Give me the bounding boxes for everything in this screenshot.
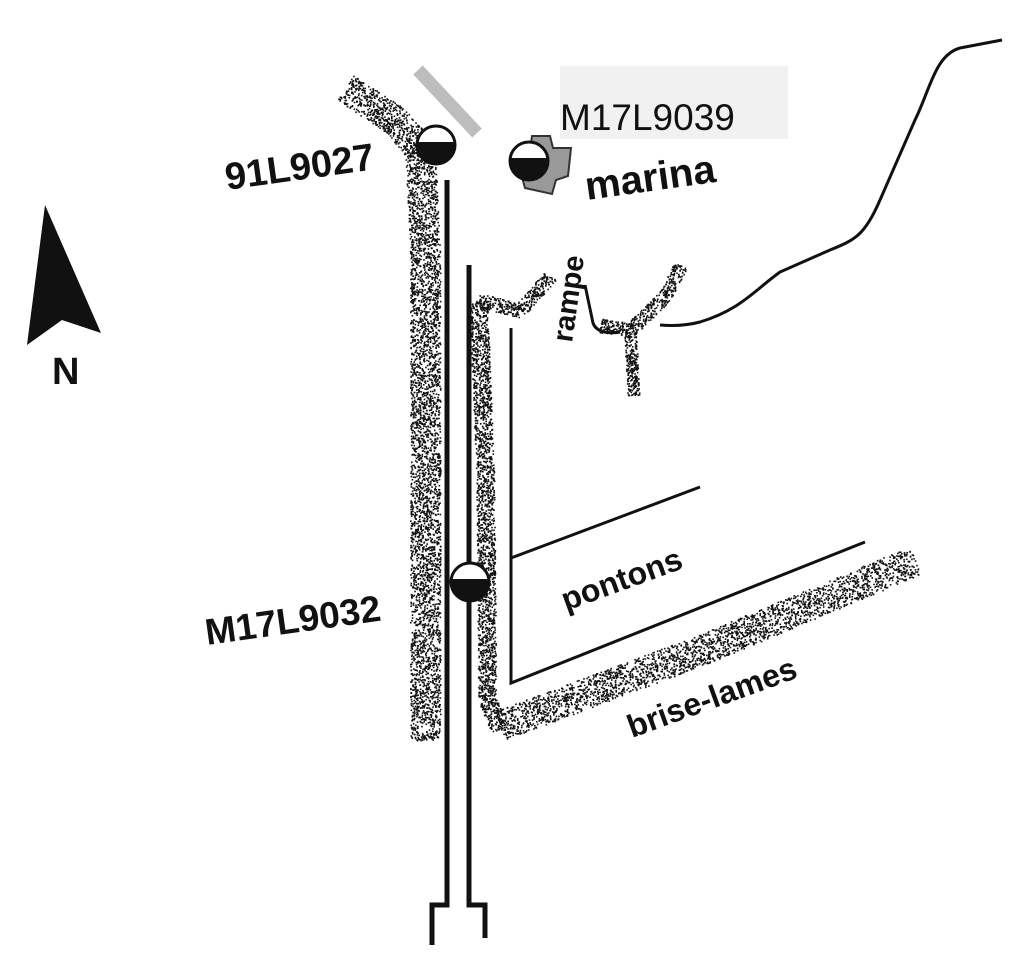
half-filled-circle-icon [415, 124, 457, 166]
pontons-label: pontons [556, 541, 687, 618]
highlight-bar [413, 65, 482, 138]
half-filled-circle-icon [449, 561, 491, 603]
rampe-line [583, 284, 621, 335]
north-arrow-icon [27, 205, 101, 345]
station-label-m17l9032: M17L9032 [202, 588, 383, 653]
half-filled-circle-icon [508, 140, 550, 182]
station-label-91l9027: 91L9027 [222, 136, 376, 198]
canal-west-line [429, 180, 450, 945]
compass-label: N [52, 351, 79, 393]
station-label-m17l9039: M17L9039 [560, 97, 735, 138]
shoreline-stipple [338, 75, 920, 742]
marina-label: marina [582, 147, 719, 209]
label-box-m17l9039 [560, 66, 788, 139]
coastline [659, 38, 1003, 328]
pontons-outline [509, 328, 866, 686]
ponton-upper [510, 485, 701, 560]
rampe-label: rampe [547, 253, 591, 344]
